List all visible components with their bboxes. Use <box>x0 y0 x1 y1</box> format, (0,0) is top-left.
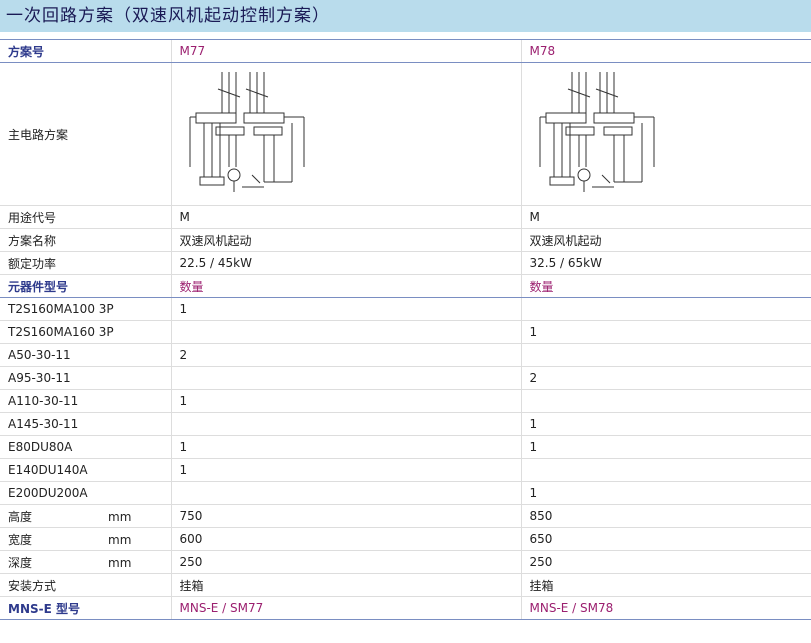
component-model: T2S160MA160 3P <box>0 320 171 344</box>
scheme-name-m78: 双速风机起动 <box>520 228 811 252</box>
width-unit: mm <box>108 532 132 547</box>
circuit-diagram-m78 <box>539 71 654 192</box>
height-label-cell: 高度 mm <box>0 504 171 528</box>
install-method-m78: 挂箱 <box>520 573 811 597</box>
usage-code-row: 用途代号 M M <box>0 205 811 229</box>
quantity-label-m78: 数量 <box>520 274 811 298</box>
rated-power-label: 额定功率 <box>0 251 171 275</box>
install-method-row: 安装方式 挂箱 挂箱 <box>0 573 811 597</box>
component-row: A110-30-11 1 <box>0 389 811 413</box>
component-qty-m77 <box>170 412 521 436</box>
height-row: 高度 mm 750 850 <box>0 504 811 528</box>
width-m77: 600 <box>170 527 521 551</box>
main-circuit-diagram-m78-cell <box>520 62 811 206</box>
height-m77: 750 <box>170 504 521 528</box>
scheme-table: 方案号 M77 M78 主电路方案 <box>0 39 811 620</box>
main-circuit-diagram-m77-cell <box>170 62 521 206</box>
component-qty-m77 <box>170 481 521 505</box>
component-model: E200DU200A <box>0 481 171 505</box>
component-row: A95-30-11 2 <box>0 366 811 390</box>
components-header-row: 元器件型号 数量 数量 <box>0 274 811 298</box>
component-qty-m77: 1 <box>170 297 521 321</box>
quantity-label-m77: 数量 <box>170 274 521 298</box>
component-model: T2S160MA100 3P <box>0 297 171 321</box>
scheme-name-m77: 双速风机起动 <box>170 228 521 252</box>
scheme-name-label: 方案名称 <box>0 228 171 252</box>
usage-code-m77: M <box>170 205 521 229</box>
component-qty-m78 <box>520 458 811 482</box>
circuit-diagram-m77 <box>189 71 304 192</box>
component-model: A50-30-11 <box>0 343 171 367</box>
component-row: E140DU140A 1 <box>0 458 811 482</box>
usage-code-m78: M <box>520 205 811 229</box>
model-m78: MNS-E / SM78 <box>520 596 811 620</box>
component-model: E140DU140A <box>0 458 171 482</box>
scheme-name-row: 方案名称 双速风机起动 双速风机起动 <box>0 228 811 252</box>
width-row: 宽度 mm 600 650 <box>0 527 811 551</box>
component-row: T2S160MA100 3P 1 <box>0 297 811 321</box>
depth-m77: 250 <box>170 550 521 574</box>
depth-row: 深度 mm 250 250 <box>0 550 811 574</box>
depth-label-cell: 深度 mm <box>0 550 171 574</box>
install-method-label: 安装方式 <box>0 573 171 597</box>
component-qty-m78 <box>520 297 811 321</box>
rated-power-m78: 32.5 / 65kW <box>520 251 811 275</box>
component-qty-m77: 2 <box>170 343 521 367</box>
main-circuit-label: 主电路方案 <box>0 62 171 206</box>
component-model: A95-30-11 <box>0 366 171 390</box>
component-model: A110-30-11 <box>0 389 171 413</box>
scheme-number-label: 方案号 <box>0 39 171 63</box>
width-label: 宽度 <box>8 532 33 547</box>
height-unit: mm <box>108 509 132 524</box>
component-row: A145-30-11 1 <box>0 412 811 436</box>
scheme-header-row: 方案号 M77 M78 <box>0 39 811 63</box>
component-qty-m78: 1 <box>520 412 811 436</box>
component-qty-m78 <box>520 343 811 367</box>
scheme-number-m78: M78 <box>520 39 811 63</box>
component-qty-m77 <box>170 320 521 344</box>
page-title: 一次回路方案（双速风机起动控制方案） <box>0 0 811 32</box>
width-m78: 650 <box>520 527 811 551</box>
model-m77: MNS-E / SM77 <box>170 596 521 620</box>
component-model: A145-30-11 <box>0 412 171 436</box>
model-label: MNS-E 型号 <box>0 596 171 620</box>
component-qty-m78 <box>520 389 811 413</box>
component-qty-m77: 1 <box>170 458 521 482</box>
scheme-number-m77: M77 <box>170 39 521 63</box>
model-footer-row: MNS-E 型号 MNS-E / SM77 MNS-E / SM78 <box>0 596 811 620</box>
component-qty-m78: 1 <box>520 481 811 505</box>
depth-m78: 250 <box>520 550 811 574</box>
height-label: 高度 <box>8 509 33 524</box>
component-model: E80DU80A <box>0 435 171 459</box>
component-qty-m78: 2 <box>520 366 811 390</box>
component-qty-m77 <box>170 366 521 390</box>
depth-unit: mm <box>108 555 132 570</box>
component-model-label: 元器件型号 <box>0 274 171 298</box>
usage-code-label: 用途代号 <box>0 205 171 229</box>
component-row: A50-30-11 2 <box>0 343 811 367</box>
rated-power-row: 额定功率 22.5 / 45kW 32.5 / 65kW <box>0 251 811 275</box>
component-qty-m78: 1 <box>520 320 811 344</box>
component-row: E80DU80A 1 1 <box>0 435 811 459</box>
install-method-m77: 挂箱 <box>170 573 521 597</box>
depth-label: 深度 <box>8 555 33 570</box>
main-circuit-row: 主电路方案 <box>0 62 811 206</box>
component-row: T2S160MA160 3P 1 <box>0 320 811 344</box>
rated-power-m77: 22.5 / 45kW <box>170 251 521 275</box>
component-row: E200DU200A 1 <box>0 481 811 505</box>
height-m78: 850 <box>520 504 811 528</box>
component-qty-m77: 1 <box>170 389 521 413</box>
width-label-cell: 宽度 mm <box>0 527 171 551</box>
component-qty-m78: 1 <box>520 435 811 459</box>
component-qty-m77: 1 <box>170 435 521 459</box>
